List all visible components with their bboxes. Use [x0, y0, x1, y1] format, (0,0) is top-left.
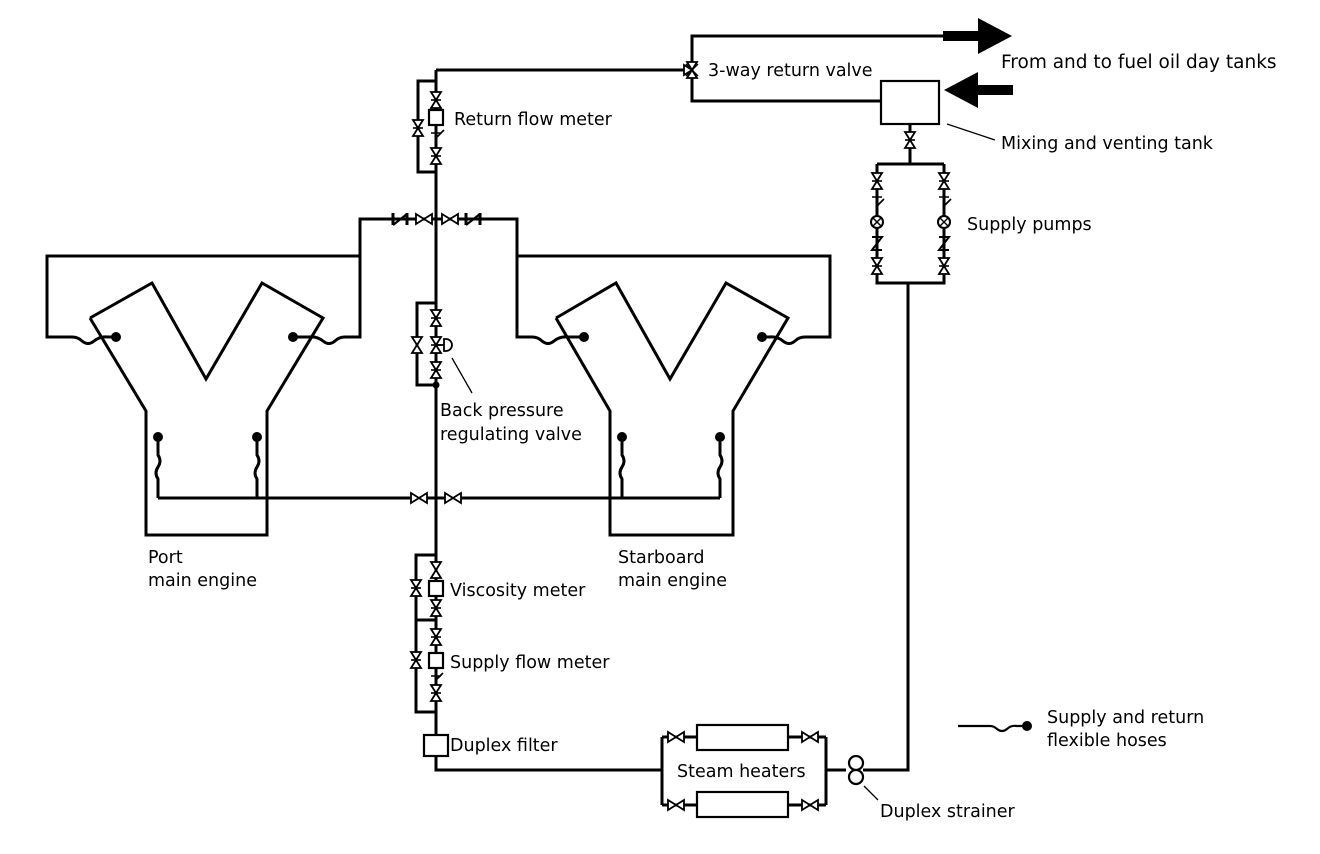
- back-pressure-leader: [451, 357, 473, 394]
- port-supply-valve-icon[interactable]: [410, 492, 428, 504]
- viscosity-meter-label: Viscosity meter: [450, 581, 586, 601]
- legend-label-1: Supply and return: [1047, 708, 1204, 728]
- starboard-supply-valve-icon[interactable]: [444, 492, 462, 504]
- duplex-filter[interactable]: [422, 733, 450, 758]
- supply-flow-meter[interactable]: [427, 651, 445, 670]
- back-pressure-label-2: regulating valve: [440, 425, 582, 445]
- viscosity-meter[interactable]: [427, 579, 445, 598]
- supply-pumps-label: Supply pumps: [967, 215, 1092, 235]
- steam-heaters-label: Steam heaters: [677, 762, 806, 782]
- steam-heater-2[interactable]: [695, 790, 790, 819]
- starboard-engine-label-2: main engine: [618, 571, 727, 591]
- duplex-strainer-label: Duplex strainer: [880, 802, 1016, 822]
- back-pressure-regulating-valve-assembly: [411, 301, 453, 389]
- steam-heaters-assembly: [660, 723, 846, 819]
- port-engine-label-2: main engine: [148, 571, 257, 591]
- three-way-return-valve-label: 3-way return valve: [708, 61, 873, 81]
- mixing-tank-leader: [946, 123, 996, 141]
- supply-pumps-assembly: [869, 124, 952, 285]
- meter-bypass-assembly: [410, 553, 445, 714]
- engine-return-crossover: [358, 213, 519, 256]
- return-flow-meter[interactable]: [427, 108, 445, 127]
- supply-flow-meter-label: Supply flow meter: [450, 653, 610, 673]
- starboard-engine-label-1: Starboard: [618, 548, 704, 568]
- day-tanks-label: From and to fuel oil day tanks: [1001, 52, 1277, 73]
- starboard-main-engine[interactable]: [461, 254, 832, 537]
- to-day-tanks-arrow-icon: [943, 18, 1012, 54]
- return-flow-meter-assembly: [412, 79, 445, 174]
- steam-heater-1[interactable]: [695, 723, 790, 752]
- mixing-venting-tank[interactable]: [879, 79, 941, 126]
- return-flow-meter-label: Return flow meter: [454, 110, 613, 130]
- three-way-return-valve-icon[interactable]: [683, 61, 699, 79]
- supply-pump-2-icon[interactable]: [937, 215, 951, 229]
- back-pressure-label-1: Back pressure: [440, 401, 564, 421]
- port-main-engine[interactable]: [45, 254, 410, 537]
- duplex-filter-label: Duplex filter: [450, 736, 558, 756]
- duplex-strainer-icon[interactable]: [847, 754, 865, 786]
- duplex-strainer-leader: [863, 785, 879, 801]
- from-day-tanks-arrow-icon: [944, 72, 1013, 108]
- legend-label-2: flexible hoses: [1047, 731, 1167, 751]
- mixing-tank-label: Mixing and venting tank: [1001, 134, 1214, 154]
- flexible-hose-icon: [958, 721, 1032, 733]
- supply-pump-1-icon[interactable]: [870, 215, 884, 229]
- port-engine-label-1: Port: [148, 548, 183, 568]
